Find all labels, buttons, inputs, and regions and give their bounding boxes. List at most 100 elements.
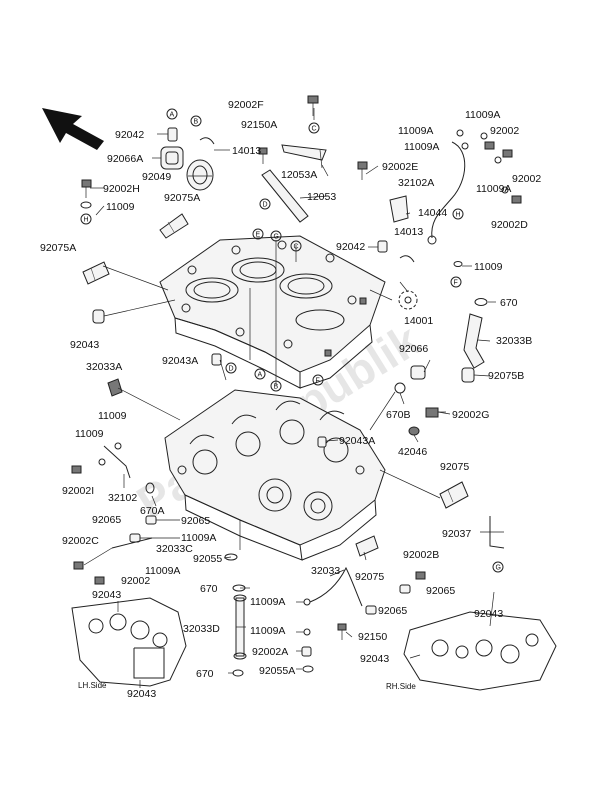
bolt-92002e <box>357 161 368 180</box>
washers-11009a-bottom <box>303 598 311 636</box>
label-32033c: 32033C <box>156 543 193 555</box>
label-14013: 14013 <box>232 145 261 157</box>
label-670a: 670A <box>140 505 165 517</box>
label-92065-2: 92065 <box>181 515 210 527</box>
upper-crankcase <box>159 235 386 389</box>
label-42046: 42046 <box>398 446 427 458</box>
oil-seal-92049 <box>186 159 214 191</box>
ref-mark-g-2: G <box>496 565 501 572</box>
bracket-14044 <box>389 195 409 223</box>
label-92049: 92049 <box>142 171 171 183</box>
o-ring-670-right <box>474 298 488 306</box>
bolt-92002d <box>511 195 522 204</box>
plug-92043a-upper <box>211 353 222 366</box>
label-92065-3: 92065 <box>426 585 455 597</box>
label-12053a: 12053A <box>281 169 317 181</box>
ref-mark-c-2: C <box>294 244 299 251</box>
plug-92066 <box>410 365 426 380</box>
rh-side-view <box>403 611 557 691</box>
label-32102: 32102 <box>108 492 137 504</box>
label-11009-2: 11009 <box>474 261 503 273</box>
label-32033d: 32033D <box>183 623 220 635</box>
label-11009a-4: 11009A <box>476 183 511 195</box>
label-32033a: 32033A <box>86 361 122 373</box>
label-670-3: 670 <box>196 668 214 680</box>
o-ring-92055a <box>302 665 314 673</box>
plug-92043-left <box>92 309 105 324</box>
ref-mark-b-1: B <box>194 119 199 126</box>
plug-92043a-lower <box>317 436 327 448</box>
label-32033b: 32033B <box>496 335 532 347</box>
label-11009a-7: 11009A <box>250 596 285 608</box>
label-92066: 92066 <box>399 343 428 355</box>
ref-markers: A B C D E G C A B D F F H H G <box>80 108 504 573</box>
ref-mark-f-2: F <box>454 280 458 287</box>
ref-mark-d-1: D <box>263 202 268 209</box>
ref-mark-c-1: C <box>312 126 317 133</box>
label-92043-3: 92043 <box>474 608 503 620</box>
label-11009a-2: 11009A <box>404 141 439 153</box>
ref-mark-e-1: E <box>256 232 261 239</box>
bolt-92002-lower <box>94 576 105 585</box>
label-92043a-2: 92043A <box>339 435 375 447</box>
bracket-92037 <box>489 516 505 549</box>
label-92042-2: 92042 <box>336 241 365 253</box>
clamp-14013 <box>199 137 215 145</box>
dowel-pin-92042 <box>167 127 178 142</box>
label-92002-2: 92002 <box>512 173 541 185</box>
label-11009-4: 11009 <box>75 428 104 440</box>
washer-42046 <box>408 426 420 436</box>
ref-mark-b-2: B <box>274 384 279 391</box>
ref-mark-h-2: H <box>84 217 89 224</box>
label-92065-4: 92065 <box>378 605 407 617</box>
plate-12053 <box>261 169 309 223</box>
washer-11009a-top <box>456 129 509 194</box>
label-92055a: 92055A <box>259 665 295 677</box>
bracket-12053a <box>281 144 327 169</box>
label-11009a-3: 11009A <box>465 109 500 121</box>
bolt-92002-top-b <box>502 149 513 158</box>
nozzle-92075a-left <box>82 261 110 285</box>
label-92150: 92150 <box>358 631 387 643</box>
o-ring-670b <box>394 382 406 394</box>
label-11009a-1: 11009A <box>398 125 433 137</box>
ref-mark-g-1: G <box>274 234 279 241</box>
oil-pipe-32102 <box>103 445 131 479</box>
label-92055: 92055 <box>193 553 222 565</box>
label-92043a-1: 92043A <box>162 355 198 367</box>
label-92043-2: 92043 <box>92 589 121 601</box>
washer-11009-left <box>80 201 92 209</box>
plug-92065-right <box>365 584 411 615</box>
label-12053: 12053 <box>307 191 336 203</box>
label-92075-2: 92075 <box>355 571 384 583</box>
o-ring-92055 <box>224 553 238 561</box>
oil-seal-92066a <box>160 146 184 170</box>
gear-icon-14001 <box>398 290 418 310</box>
hose-32033b <box>463 313 485 369</box>
nozzle-92075a-upper <box>159 213 189 239</box>
oil-pipe-32102a <box>427 141 466 245</box>
o-ring-670-bottom <box>232 669 244 677</box>
label-92002f: 92002F <box>228 99 264 111</box>
label-92150a: 92150A <box>241 119 277 131</box>
label-92002h: 92002H <box>103 183 140 195</box>
washers-11009-left <box>98 442 122 466</box>
label-92002i: 92002I <box>62 485 94 497</box>
label-92065-1: 92065 <box>92 514 121 526</box>
oil-pipe-32033 <box>309 566 363 607</box>
label-11009a-8: 11009A <box>250 625 285 637</box>
nozzle-92075-right <box>439 481 469 509</box>
plug-92002a <box>301 646 312 657</box>
ref-mark-a-2: A <box>258 372 263 379</box>
label-14044: 14044 <box>418 207 447 219</box>
plug-92075b <box>461 367 475 383</box>
label-670-1: 670 <box>500 297 518 309</box>
washer-11009-right <box>453 261 463 267</box>
ref-mark-f-1: F <box>316 378 320 385</box>
label-92002b: 92002B <box>403 549 439 561</box>
label-92043-4: 92043 <box>360 653 389 665</box>
label-11009a-5: 11009A <box>181 532 216 544</box>
bolt-92002i <box>71 465 82 474</box>
label-14001: 14001 <box>404 315 433 327</box>
bolt-92002-top-a <box>484 141 495 150</box>
